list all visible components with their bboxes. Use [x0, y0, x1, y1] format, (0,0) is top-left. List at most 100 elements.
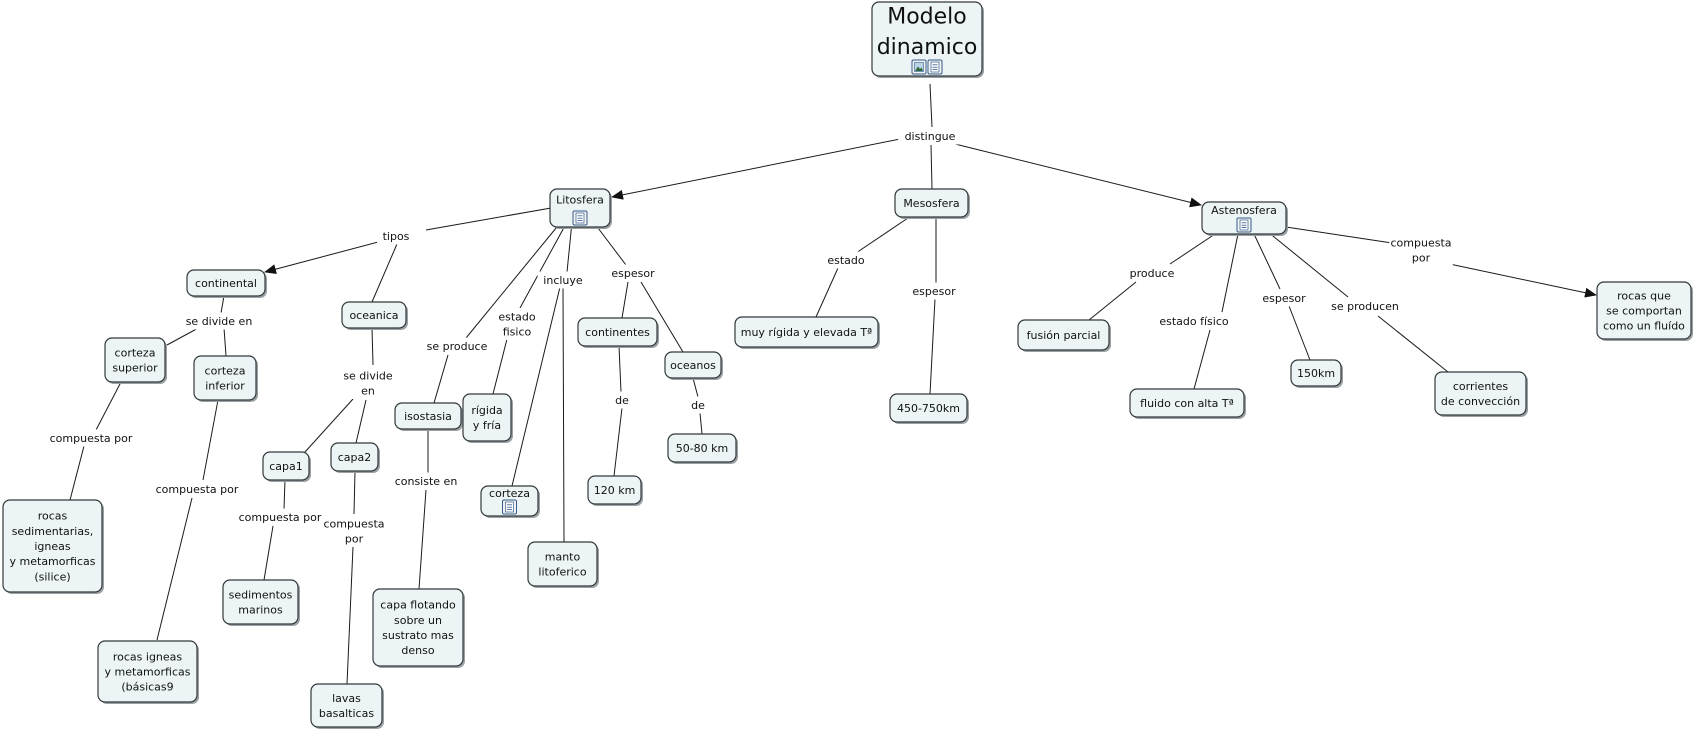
link-estado-fisico-2[interactable]: estado físico — [1149, 312, 1239, 330]
line-connector — [346, 546, 354, 685]
link-label-text: estado — [827, 254, 865, 267]
line-connector — [692, 377, 699, 398]
document-resource-icon[interactable] — [1236, 217, 1252, 233]
link-se-producen[interactable]: se producen — [1326, 297, 1404, 315]
concept-km120[interactable]: 120 km — [587, 475, 643, 506]
concept-label: 120 km — [594, 484, 636, 497]
link-compuesta-por-1[interactable]: compuesta por — [46, 429, 136, 447]
link-espesor-2[interactable]: espesor — [908, 282, 960, 300]
link-se-produce[interactable]: se produce — [422, 337, 492, 355]
concept-box — [1596, 281, 1692, 340]
concept-muy-rigida[interactable]: muy rígida y elevada Tª — [734, 316, 880, 349]
concept-km450[interactable]: 450-750km — [889, 393, 969, 424]
concept-box — [664, 351, 722, 379]
link-se-divide-en-1[interactable]: se divide en — [177, 312, 261, 330]
link-label-background — [387, 472, 465, 490]
concept-mesosfera[interactable]: Mesosfera — [894, 188, 970, 219]
concept-box — [262, 451, 310, 481]
link-label-background — [1389, 234, 1453, 266]
link-distingue[interactable]: distingue — [898, 127, 962, 145]
concept-label: 450-750km — [897, 402, 960, 415]
concept-continentes[interactable]: continentes — [577, 317, 659, 348]
link-estado[interactable]: estado — [823, 251, 869, 269]
arrow-connector — [611, 137, 906, 200]
document-resource-icon[interactable] — [502, 499, 517, 515]
line-connector — [433, 354, 449, 404]
concept-fusion[interactable]: fusión parcial — [1017, 319, 1111, 352]
line-connector — [511, 286, 561, 487]
concept-continental[interactable]: continental — [186, 269, 267, 298]
link-compuesta-por-2[interactable]: compuesta por — [152, 480, 242, 498]
link-consiste-en[interactable]: consiste en — [387, 472, 465, 490]
concept-box — [1129, 388, 1245, 418]
link-de-1[interactable]: de — [612, 391, 632, 409]
line-connector — [353, 470, 356, 515]
concept-km150[interactable]: 150km — [1290, 359, 1343, 388]
link-label-background — [177, 312, 261, 330]
arrow-connector — [1425, 258, 1597, 298]
link-tipos[interactable]: tipos — [377, 227, 415, 245]
document-resource-icon[interactable] — [927, 59, 943, 75]
link-label-background — [422, 337, 492, 355]
concept-isostasia[interactable]: isostasia — [394, 402, 463, 431]
link-label-background — [1149, 312, 1239, 330]
line-connector — [1193, 329, 1211, 390]
line-connector — [1288, 305, 1311, 361]
document-resource-icon[interactable] — [572, 210, 588, 226]
concept-corteza[interactable]: corteza — [480, 485, 540, 518]
link-label-background — [336, 367, 400, 399]
line-connector — [69, 445, 85, 501]
link-label-background — [607, 264, 659, 282]
link-espesor-1[interactable]: espesor — [607, 264, 659, 282]
link-label-background — [823, 251, 869, 269]
concept-fluido[interactable]: fluido con alta Tª — [1129, 388, 1246, 419]
link-label-background — [152, 480, 242, 498]
concept-capa1[interactable]: capa1 — [262, 451, 311, 482]
link-compuesta-por-3[interactable]: compuesta por — [235, 508, 325, 526]
link-espesor-3[interactable]: espesor — [1258, 289, 1310, 307]
concept-box — [894, 188, 969, 218]
concept-capa2[interactable]: capa2 — [330, 442, 380, 473]
link-label-background — [322, 515, 386, 547]
arrow-connector — [954, 143, 1202, 208]
concept-km5080[interactable]: 50-80 km — [667, 433, 738, 464]
concept-litosfera[interactable]: Litosfera — [549, 188, 612, 229]
concept-label: capa2 — [338, 451, 372, 464]
line-connector — [355, 399, 367, 444]
concept-astenosfera[interactable]: Astenosfera — [1201, 201, 1288, 236]
link-incluye[interactable]: incluye — [537, 271, 589, 289]
line-connector — [156, 497, 193, 641]
line-connector — [1169, 233, 1216, 265]
concept-oceanos[interactable]: oceanos — [664, 351, 723, 380]
link-produce[interactable]: produce — [1126, 264, 1178, 282]
concept-box — [310, 683, 383, 728]
image-resource-icon[interactable] — [911, 59, 927, 75]
link-label-text: consiste en — [395, 475, 458, 488]
concept-oceanica[interactable]: oceanica — [341, 301, 408, 330]
link-de-2[interactable]: de — [688, 396, 708, 414]
